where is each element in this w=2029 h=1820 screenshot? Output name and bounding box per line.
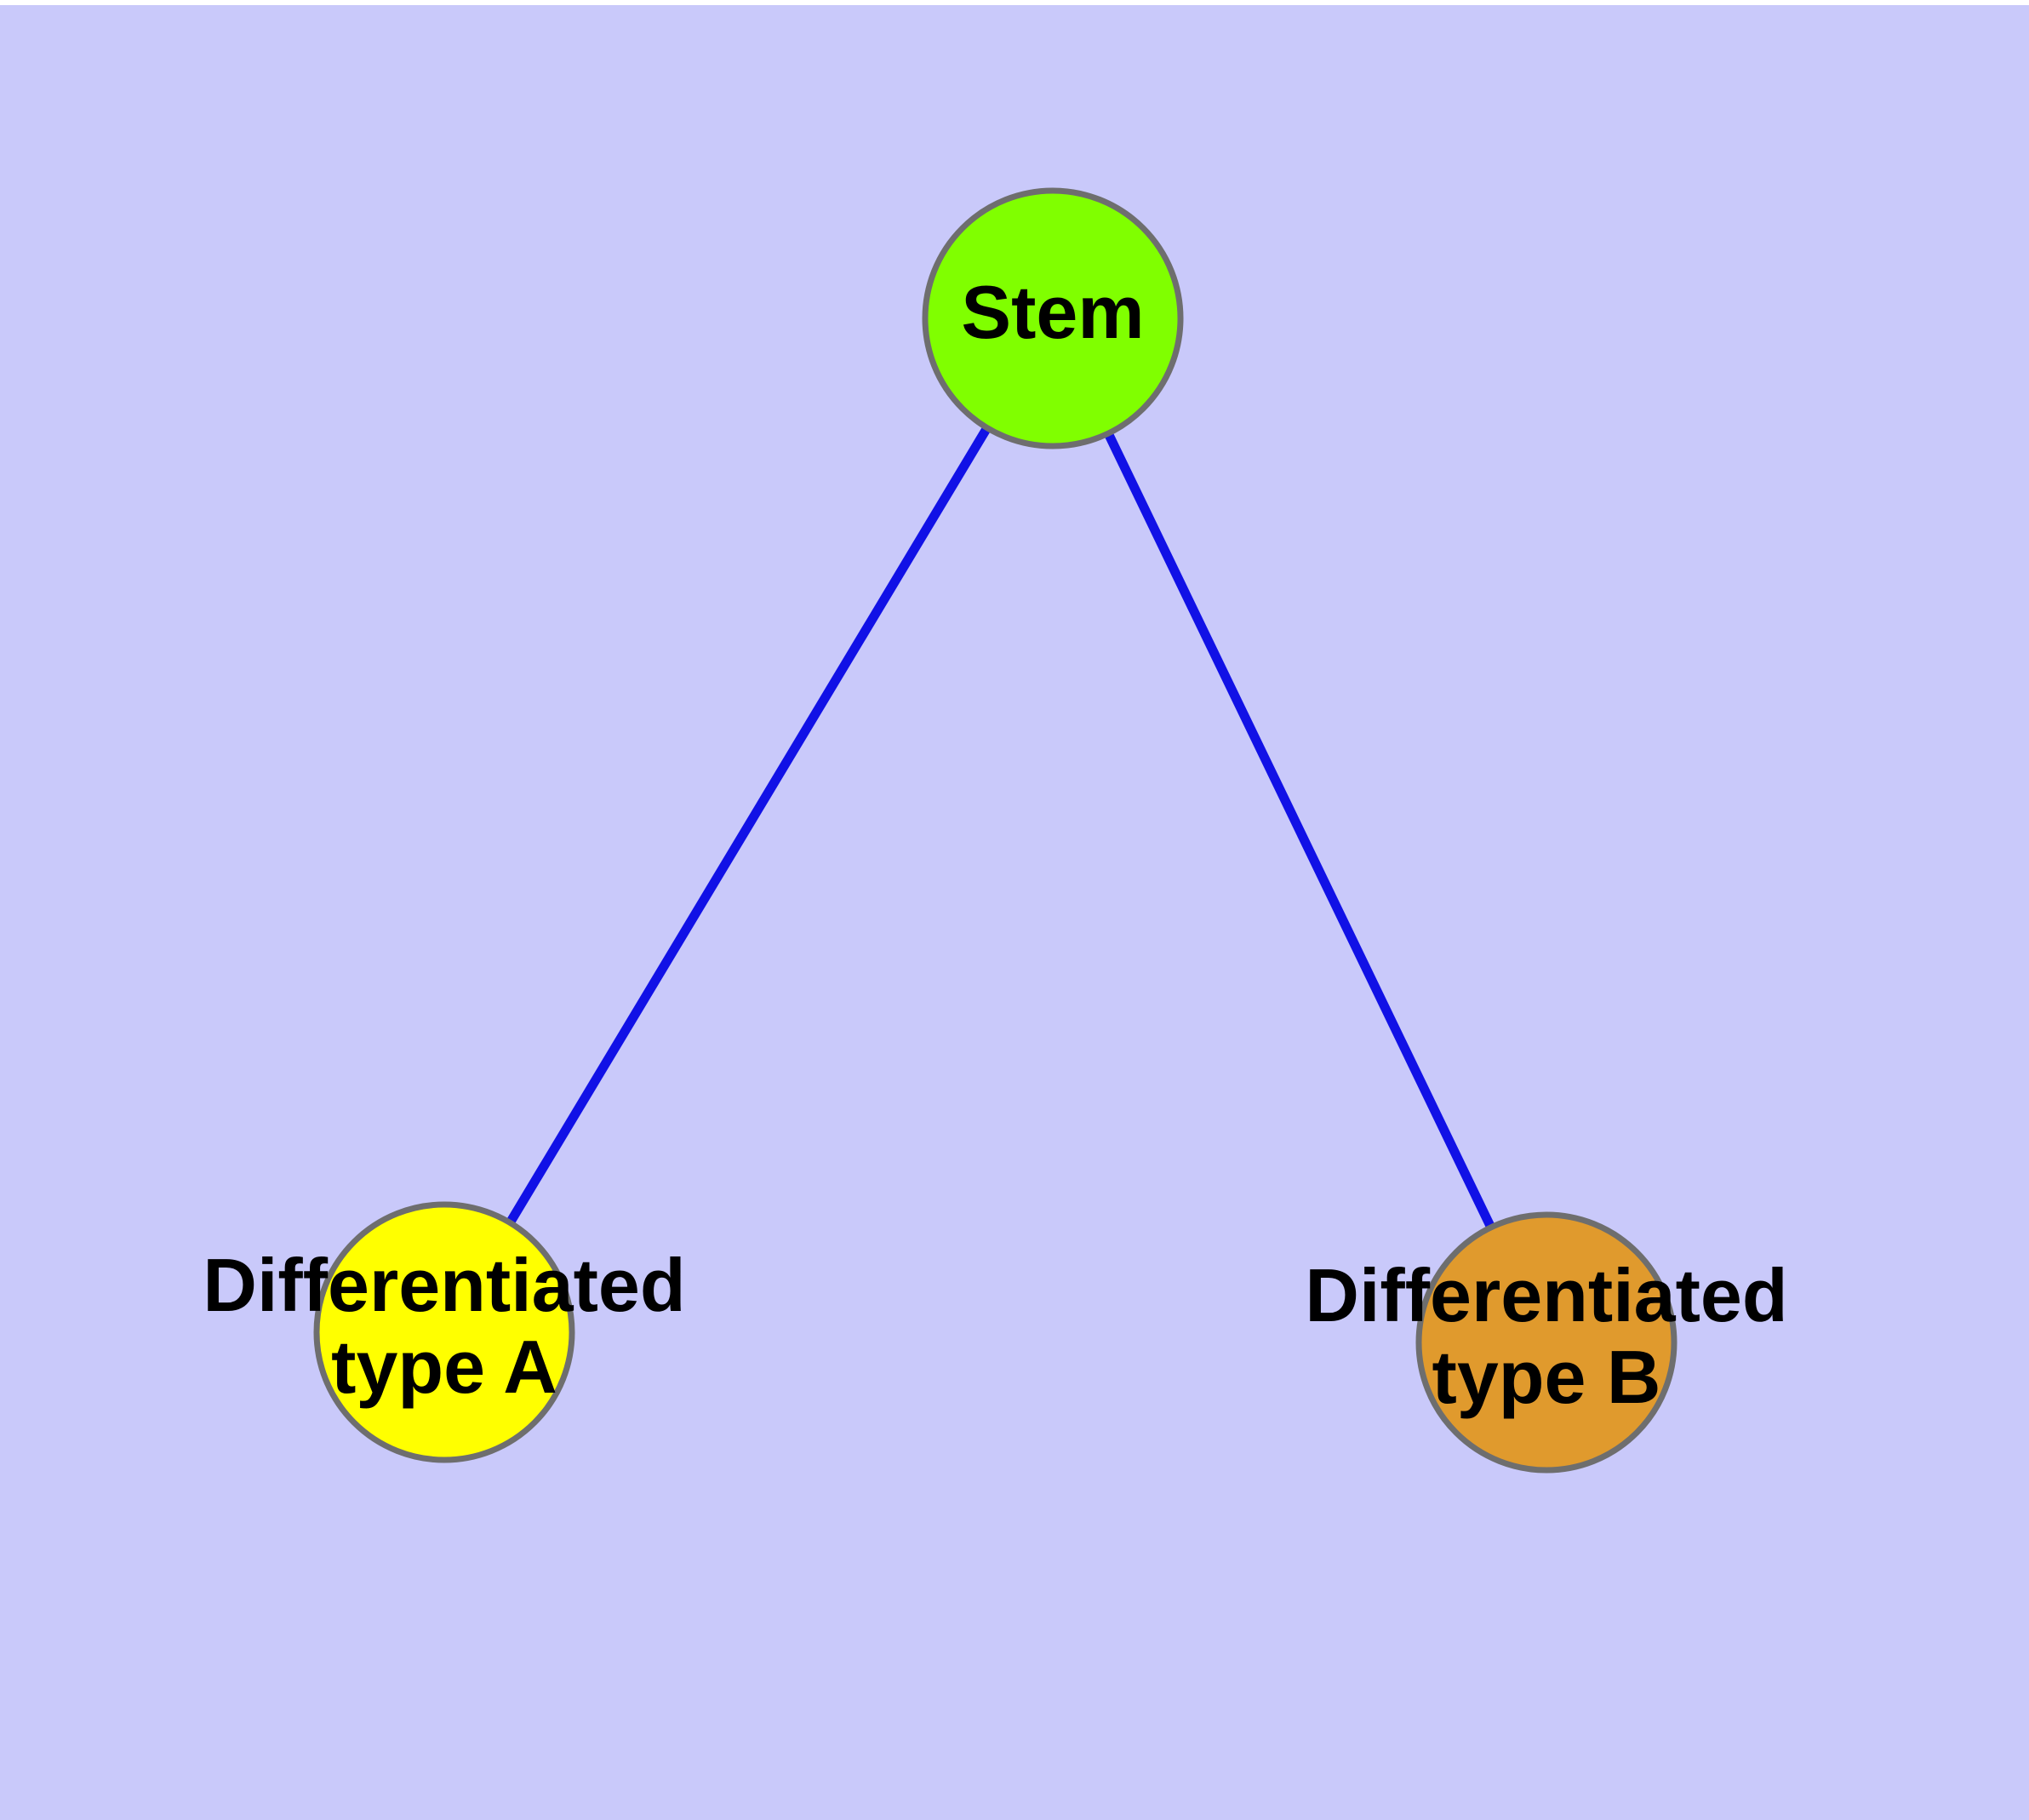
graph-node-label-line: type A [331, 1325, 557, 1409]
graph-edge-stem-to-diff-a[interactable] [504, 422, 993, 1228]
graph-node-label-line: Differentiated [1305, 1253, 1787, 1337]
graph-node-diff-a[interactable] [313, 1201, 575, 1463]
graph-node-label-line: Differentiated [203, 1243, 685, 1327]
node-layer [313, 187, 1677, 1474]
graph-node-stem[interactable] [922, 187, 1184, 449]
graph-node-diff-b[interactable] [1415, 1211, 1677, 1474]
edge-layer [504, 422, 1497, 1233]
graph-node-label-line: Stem [961, 270, 1144, 354]
graph-node-label-stem: Stem [961, 270, 1144, 354]
graph-edge-stem-to-diff-b[interactable] [1102, 428, 1497, 1233]
graph-node-label-line: type B [1432, 1335, 1661, 1419]
